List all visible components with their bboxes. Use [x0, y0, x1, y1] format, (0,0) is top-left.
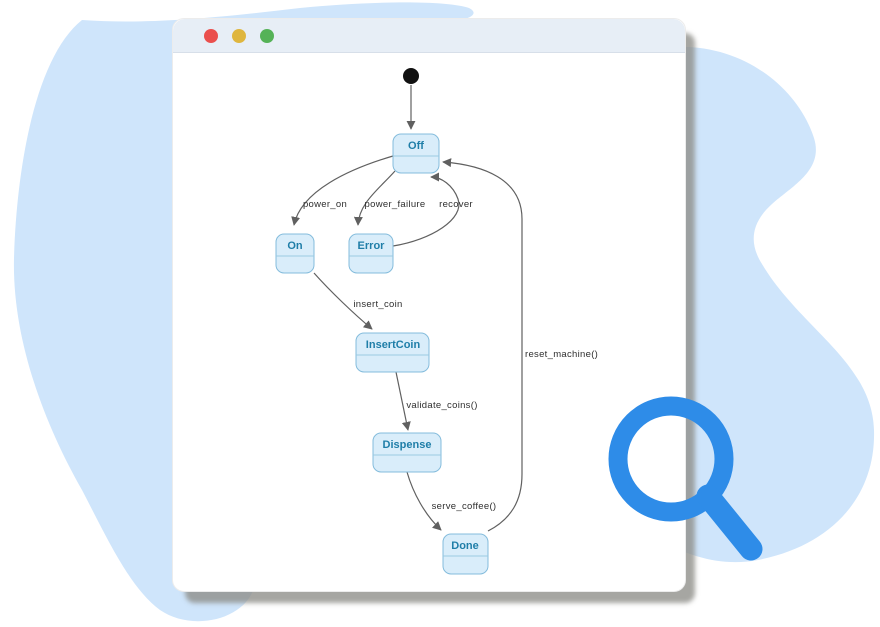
diagram-edges: [291, 85, 523, 532]
transition-on-insertcoin: [313, 272, 373, 330]
state-node-on: On: [275, 233, 315, 274]
transition-insertcoin-dispense: [395, 371, 411, 431]
diagram-edge-labels: power_on power_failure recover insert_co…: [303, 199, 598, 512]
state-title: On: [287, 240, 303, 252]
transition-label-recover: recover: [439, 199, 473, 210]
state-title: Done: [451, 540, 479, 552]
state-box: [348, 233, 394, 274]
state-box: [355, 332, 430, 373]
state-title: Error: [358, 240, 386, 252]
state-node-done: Done: [442, 533, 489, 575]
state-node-insertcoin: InsertCoin: [355, 332, 430, 373]
state-title: Dispense: [383, 439, 432, 451]
state-box: [392, 133, 440, 174]
app-window: power_on power_failure recover insert_co…: [172, 18, 686, 592]
maximize-button[interactable]: [260, 28, 274, 43]
state-box: [442, 533, 489, 575]
close-button[interactable]: [204, 28, 218, 43]
state-box: [275, 233, 315, 274]
transition-label-power-on: power_on: [303, 199, 347, 210]
magnifier-lens: [608, 396, 734, 522]
state-box: [372, 432, 442, 473]
transition-dispense-done: [406, 471, 442, 531]
diagram-canvas: power_on power_failure recover insert_co…: [275, 68, 598, 575]
transition-label-reset-machine: reset_machine(): [525, 349, 598, 360]
transition-error-off: [392, 172, 460, 247]
transition-label-power-failure: power_failure: [365, 199, 426, 210]
state-node-off: Off: [392, 133, 440, 174]
transition-off-on: [291, 155, 394, 226]
initial-state-dot: [403, 68, 419, 84]
state-title: InsertCoin: [366, 339, 421, 351]
transition-label-insert-coin: insert_coin: [353, 299, 402, 310]
transition-off-error: [353, 170, 396, 226]
minimize-button[interactable]: [232, 28, 246, 43]
magnifier-handle: [696, 484, 763, 561]
state-title: Off: [408, 140, 424, 152]
transition-label-serve-coffee: serve_coffee(): [432, 501, 497, 512]
transition-label-validate-coins: validate_coins(): [406, 400, 477, 411]
transition-done-off: [442, 158, 523, 532]
title-bar: [173, 19, 685, 53]
state-node-dispense: Dispense: [372, 432, 442, 473]
state-node-error: Error: [348, 233, 394, 274]
